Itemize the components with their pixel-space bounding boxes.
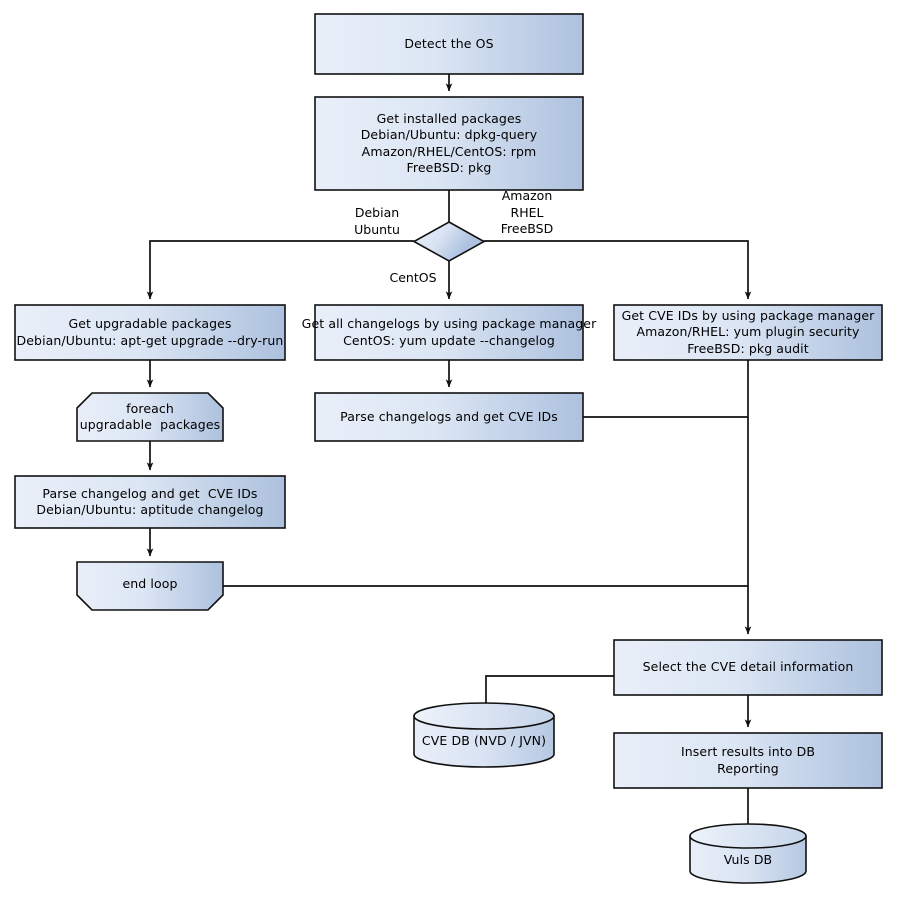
edges-group bbox=[146, 74, 752, 834]
edge-select-to-cvedb bbox=[485, 675, 614, 714]
node-select-cve-detail[interactable] bbox=[613, 639, 883, 696]
node-parse-changelog-debian[interactable] bbox=[14, 475, 286, 529]
node-os-decision[interactable] bbox=[412, 221, 486, 262]
node-parse-changelogs-centos[interactable] bbox=[314, 392, 584, 442]
node-vuls-db[interactable] bbox=[689, 823, 807, 884]
node-end-loop[interactable] bbox=[76, 561, 224, 611]
node-get-installed-packages[interactable] bbox=[314, 96, 584, 191]
node-foreach-loop-start[interactable] bbox=[76, 392, 224, 442]
node-cve-db[interactable] bbox=[413, 702, 555, 768]
node-insert-results[interactable] bbox=[613, 732, 883, 789]
edge-decision-to-upgradable bbox=[146, 240, 414, 300]
nodes-group bbox=[14, 13, 883, 884]
edge-decision-to-cveids bbox=[484, 240, 752, 300]
node-get-all-changelogs[interactable] bbox=[314, 304, 584, 361]
node-detect-os[interactable] bbox=[314, 13, 584, 75]
node-get-cve-ids-pkgmgr[interactable] bbox=[613, 304, 883, 361]
node-get-upgradable-packages[interactable] bbox=[14, 304, 286, 361]
